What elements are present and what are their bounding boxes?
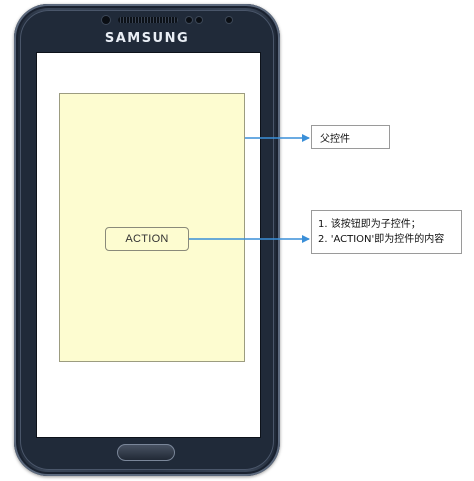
parent-control-label: 父控件	[320, 133, 350, 145]
front-camera-icon	[226, 17, 232, 23]
note-line: 1. 该按钮即为子控件；	[318, 219, 421, 230]
parent-control-callout: 父控件	[311, 125, 390, 149]
sensor-icon	[196, 17, 202, 23]
child-control-callout: 1. 该按钮即为子控件； 2. 'ACTION'即为控件的内容	[311, 210, 462, 254]
phone-brand-logo: SAMSUNG	[104, 31, 190, 46]
front-camera-icon	[102, 16, 110, 24]
earpiece-speaker	[118, 17, 178, 23]
sensor-icon	[186, 17, 192, 23]
note-line: 2. 'ACTION'即为控件的内容	[318, 234, 445, 245]
home-button	[117, 444, 175, 461]
action-button[interactable]: ACTION	[105, 227, 189, 251]
